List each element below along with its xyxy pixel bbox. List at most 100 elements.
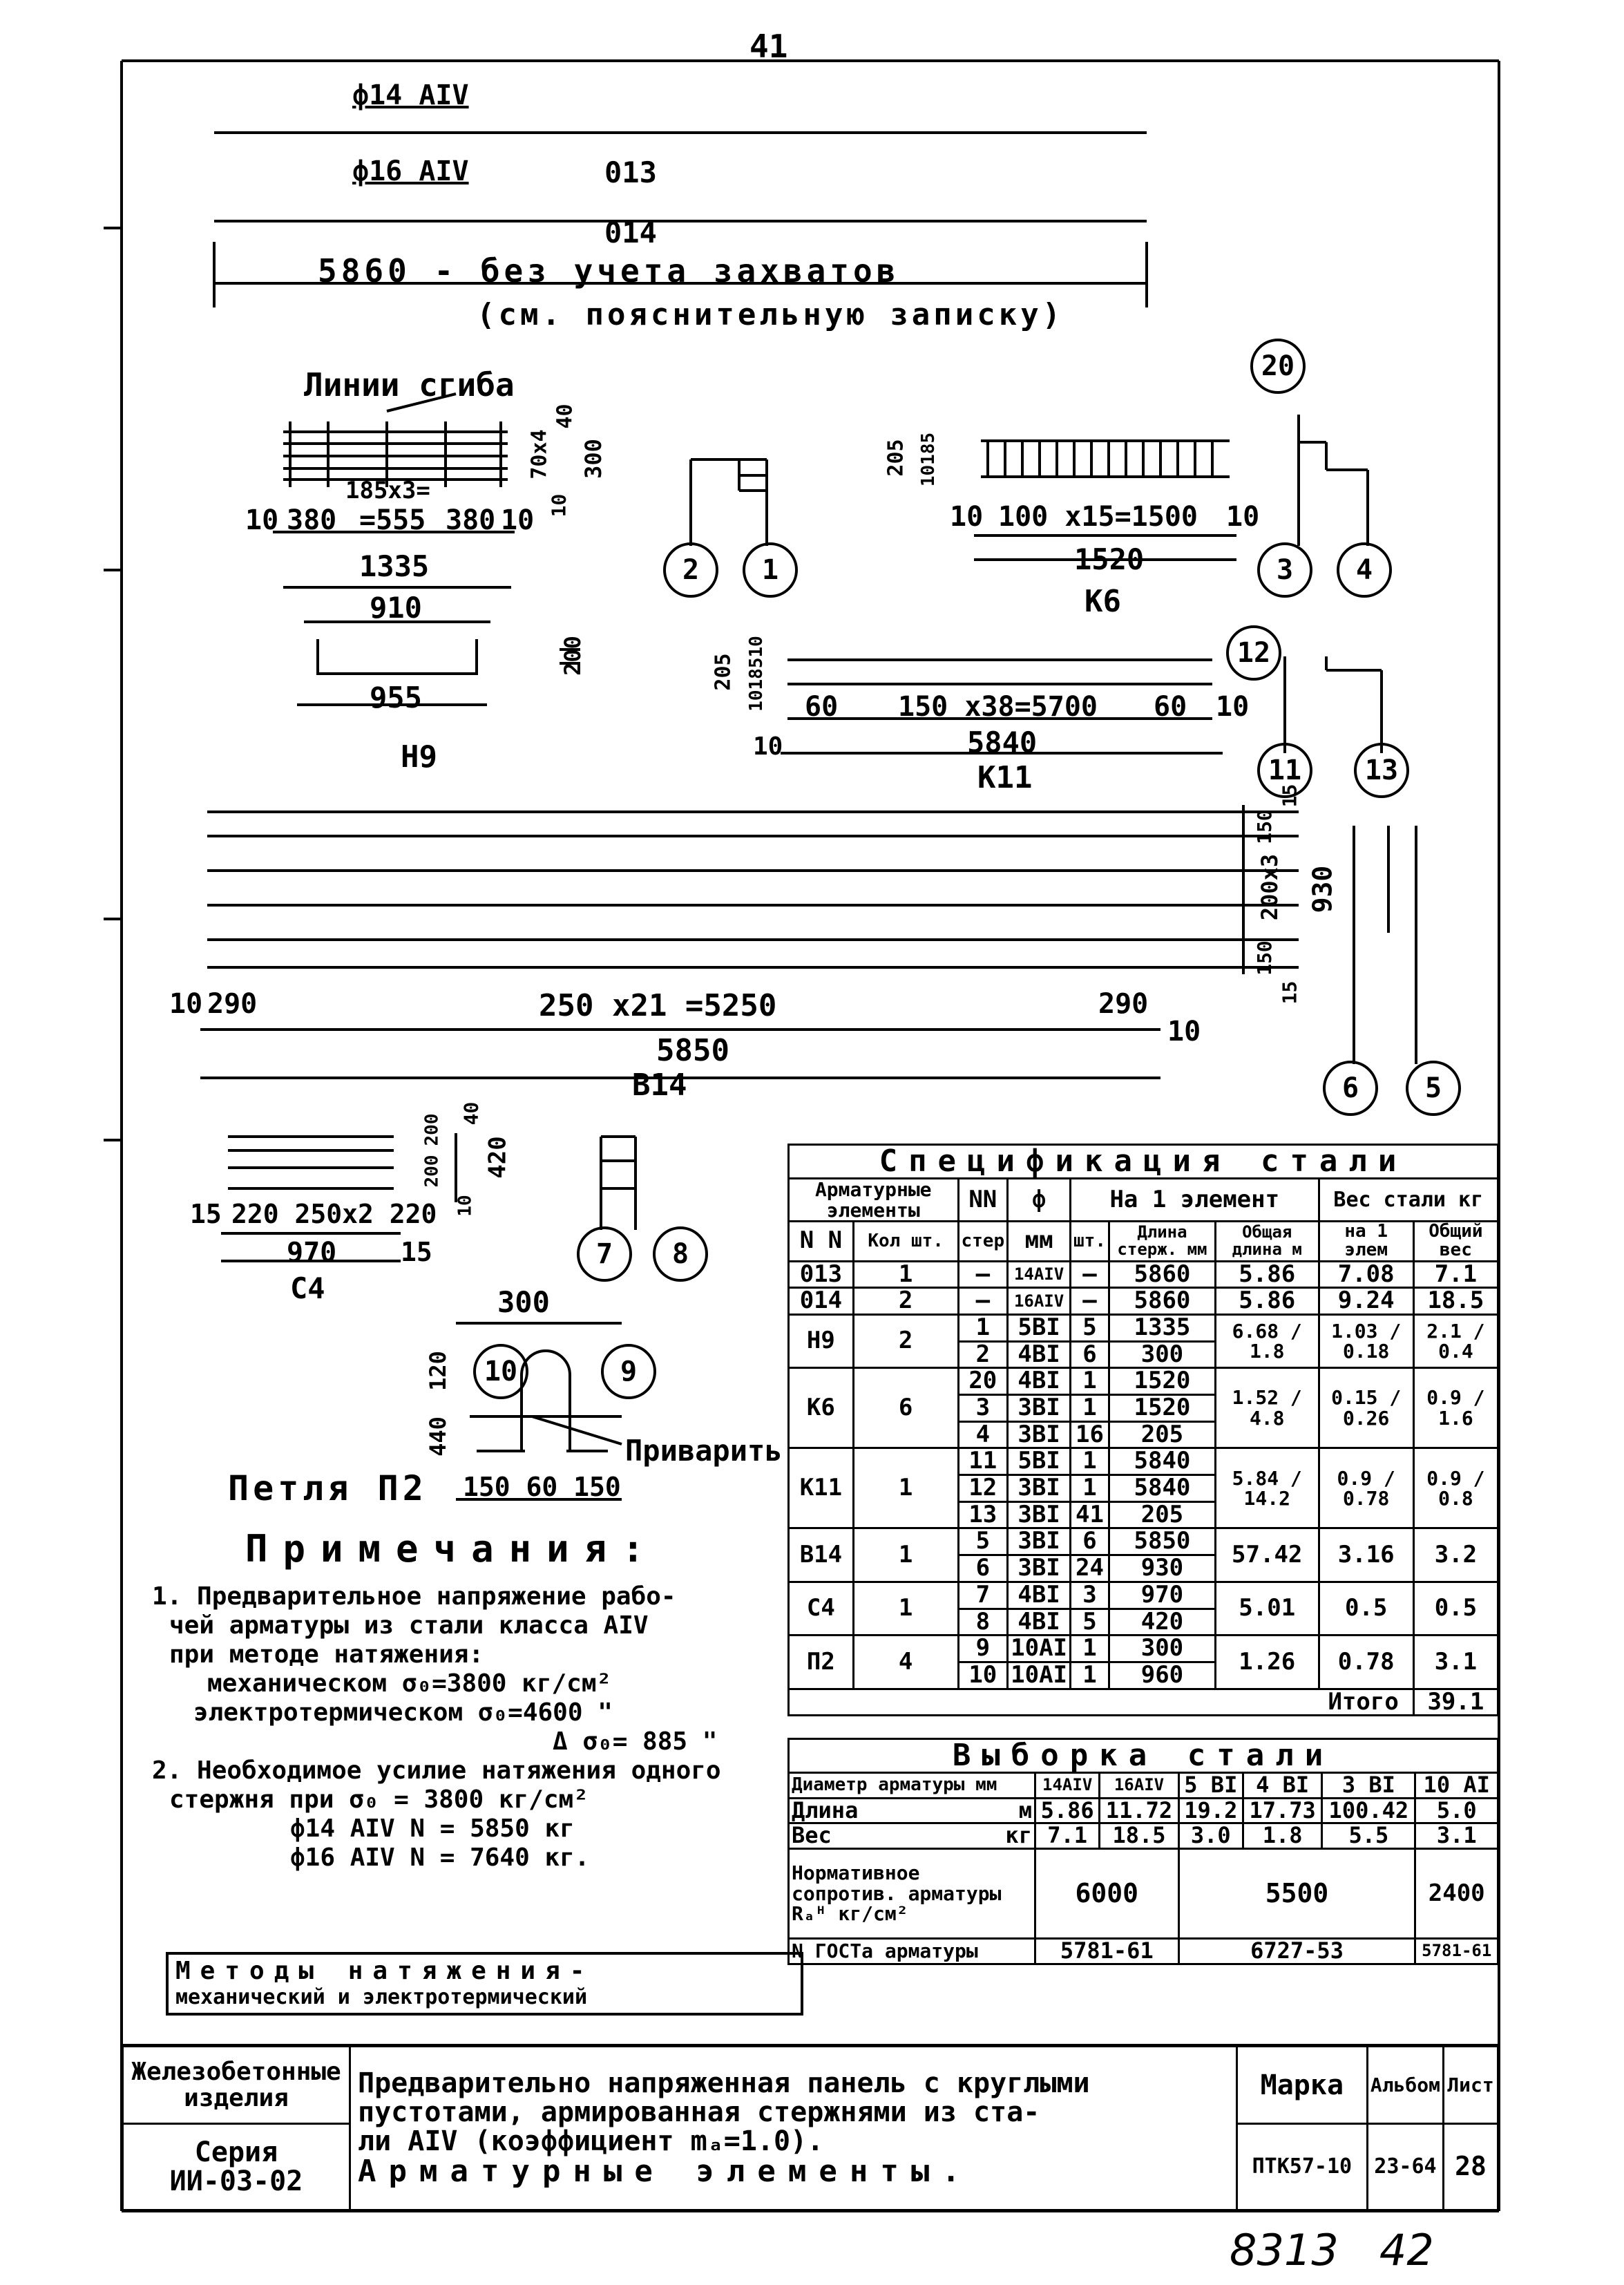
- spec-sub: 3BI: [1006, 1420, 1072, 1450]
- tb-mark-value: ПТК57-10: [1235, 2123, 1368, 2211]
- sel-head: 14AIV: [1033, 1772, 1101, 1799]
- spec-total-row: Итого 39.1: [787, 1687, 1500, 1717]
- balloon-11: 11: [1257, 743, 1312, 798]
- sel-cell: 5781-61: [1033, 1937, 1180, 1965]
- spec-head-steel: Вес стали кг: [1317, 1177, 1500, 1222]
- spec-wt: 0.9 / 1.6: [1412, 1367, 1500, 1450]
- k6-dim-left: 10: [950, 501, 984, 533]
- k6-dim-205: 205: [883, 439, 908, 477]
- k6-dim-right: 10: [1226, 501, 1260, 533]
- n9-dim-555: =555: [359, 504, 426, 536]
- sel-cell: 11.72: [1098, 1796, 1180, 1825]
- tb-title-l2: пустотами, армированная стержнями из ста…: [358, 2096, 1040, 2128]
- spec-sub: 1335: [1107, 1313, 1216, 1343]
- spec-sub: 3BI: [1006, 1554, 1072, 1583]
- tb-mark-label: Марка: [1235, 2045, 1368, 2125]
- spec-head-nn: NN: [957, 1177, 1009, 1222]
- spec-el: В14: [787, 1527, 854, 1583]
- spec-qty: 2: [852, 1287, 959, 1316]
- spec-w1: 3.16: [1317, 1527, 1415, 1583]
- c4-dim-40: 40: [459, 1101, 483, 1126]
- k11-dim-1018510: 1018510: [745, 636, 767, 712]
- spec-len: 5.86: [1214, 1260, 1320, 1289]
- sel-cell: 17.73: [1241, 1796, 1324, 1825]
- spec-len: 5.84 / 14.2: [1214, 1447, 1320, 1530]
- table-row: П2 4 9 10AI 1 300 1.26 0.78 3.1: [787, 1634, 1500, 1690]
- table-row: 013 1 — 14AIV — 5860 5.86 7.08 7.1: [787, 1260, 1500, 1289]
- b14-dim-15b: 15: [1278, 980, 1301, 1005]
- spec-head-phi: ф: [1006, 1177, 1072, 1222]
- note-line: стержня при σ₀ = 3800 кг/см²: [169, 1785, 589, 1814]
- spec-sub: 5: [957, 1527, 1009, 1557]
- spec-wt: 0.5: [1412, 1580, 1500, 1637]
- bar-013-size: ф14 AIV: [352, 79, 469, 111]
- sel-weight-unit: кг: [959, 1822, 1036, 1850]
- sel-cell: 3.0: [1177, 1822, 1244, 1850]
- spec-head-row-2: N N Кол шт. стер мм шт. Длина стерж. мм …: [787, 1220, 1500, 1262]
- note-line: при методе натяжения:: [169, 1640, 484, 1669]
- table-row: К11 1 11 5BI 1 5840 5.84 / 14.2 0.9 / 0.…: [787, 1447, 1500, 1530]
- sel-resist-row: Нормативное сопротив. арматуры Rₐᴴ кг/см…: [787, 1847, 1499, 1940]
- c4-dim-420: 420: [484, 1136, 512, 1179]
- c4-dim-10: 10: [455, 1195, 476, 1217]
- spec-sub: 10: [957, 1660, 1009, 1690]
- sel-weight-label: Вес: [787, 1822, 959, 1850]
- k6-dim-span: 100 x15=1500: [998, 501, 1198, 533]
- b14-dim-150a: 150: [1252, 809, 1276, 844]
- tb-series-value: ИИ-03-02: [169, 2165, 303, 2198]
- sel-head: 3 BI: [1321, 1772, 1417, 1799]
- spec-sub: 10AI: [1006, 1660, 1072, 1690]
- spec-head-elements: Арматурные элементы: [787, 1177, 959, 1222]
- spec-sub: 3BI: [1006, 1527, 1072, 1557]
- note-line: чей арматуры из стали класса AIV: [169, 1611, 649, 1640]
- table-row: 4 3BI 16 205: [789, 1420, 1498, 1450]
- spec-sub: 300: [1107, 1340, 1216, 1369]
- spec-w1: 0.78: [1317, 1634, 1415, 1690]
- balloon-13: 13: [1354, 743, 1409, 798]
- spec-el: С4: [787, 1580, 854, 1637]
- sel-title-row: Выборка стали: [787, 1737, 1499, 1774]
- spec-sub: —: [1069, 1287, 1110, 1316]
- spec-w1: 0.5: [1317, 1580, 1415, 1637]
- spec-len: 6.68 / 1.8: [1214, 1313, 1320, 1369]
- spec-sub: 11: [957, 1447, 1009, 1477]
- spec-head-per1: на 1 элем: [1317, 1220, 1415, 1262]
- tb-sheet-label: Лист: [1442, 2045, 1499, 2125]
- spec-sub: 3: [1069, 1580, 1110, 1610]
- sel-length-label: Длина: [787, 1796, 959, 1825]
- n9-dim-1335: 1335: [359, 549, 430, 583]
- bend-lines-label: Линии сгиба: [304, 366, 515, 404]
- spec-title: Спецификация стали: [787, 1143, 1499, 1180]
- spec-w1: 9.24: [1317, 1287, 1415, 1316]
- note-line: ф16 AIV N = 7640 кг.: [290, 1843, 590, 1872]
- length-note-ref: (см. пояснительную записку): [477, 297, 1064, 332]
- spec-qty: 1: [852, 1580, 959, 1637]
- k11-dim-left10: 10: [753, 732, 783, 761]
- n9-dim-40: 40: [553, 404, 577, 429]
- table-row: В14 1 5 3BI 6 5850 57.42 3.16 3.2: [787, 1527, 1500, 1583]
- spec-sub: —: [1069, 1260, 1110, 1289]
- sel-cell: 5500: [1177, 1847, 1417, 1940]
- k6-dim-10185: 10185: [918, 432, 939, 487]
- sel-cell: 6727-53: [1177, 1937, 1417, 1965]
- tb-title-l4: Арматурные элементы.: [358, 2153, 973, 2189]
- k11-name: К11: [977, 760, 1033, 795]
- table-row: 13 3BI 41 205: [789, 1500, 1498, 1530]
- spec-sub: 7: [957, 1580, 1009, 1610]
- n9-dim-955: 955: [370, 681, 422, 714]
- sel-cell: 5.5: [1321, 1822, 1417, 1850]
- sel-cell: 100.42: [1321, 1796, 1417, 1825]
- balloon-9: 9: [601, 1344, 656, 1399]
- sel-header-row: Диаметр арматуры мм 14AIV 16AIV 5 BI 4 B…: [787, 1772, 1499, 1799]
- spec-sub: 1: [1069, 1634, 1110, 1663]
- spec-el: К11: [787, 1447, 854, 1530]
- spec-sub: 4BI: [1006, 1580, 1072, 1610]
- balloon-7: 7: [577, 1226, 632, 1282]
- spec-head-qty: Кол шт.: [852, 1220, 959, 1262]
- spec-sub: 5840: [1107, 1447, 1216, 1477]
- sel-weight-row: Вес кг 7.1 18.5 3.0 1.8 5.5 3.1: [787, 1822, 1499, 1850]
- spec-title-row: Спецификация стали: [787, 1143, 1499, 1180]
- table-row: 2 4BI 6 300: [789, 1340, 1498, 1369]
- spec-el: 014: [787, 1287, 854, 1316]
- sel-head: 16AIV: [1098, 1772, 1180, 1799]
